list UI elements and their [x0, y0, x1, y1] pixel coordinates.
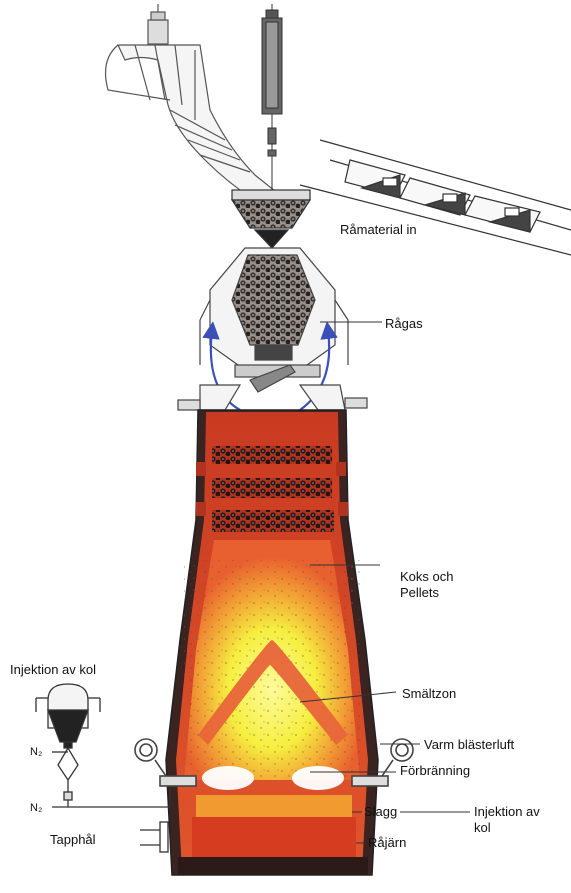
label-slag: Slagg: [364, 804, 397, 820]
label-n2-upper: N₂: [30, 744, 42, 760]
furnace-body: [166, 410, 378, 875]
label-raw-gas: Rågas: [385, 316, 423, 332]
label-melt-zone: Smältzon: [402, 686, 456, 702]
tap-hole: [140, 822, 168, 852]
label-coke-and-pellets: Koks och Pellets: [400, 569, 476, 601]
label-pig-iron: Råjärn: [368, 835, 406, 851]
label-n2-lower: N₂: [30, 800, 42, 816]
label-injection-of-coal-left: Injektion av kol: [10, 662, 96, 678]
label-tap-hole: Tapphål: [50, 832, 96, 848]
charging-rod: [262, 4, 282, 190]
top-hopper: [232, 190, 310, 248]
exhaust-duct: [106, 4, 280, 205]
furnace-top: [178, 385, 367, 410]
label-hot-blast-air: Varm blästerluft: [424, 737, 514, 753]
label-combustion: Förbränning: [400, 763, 470, 779]
label-raw-material-in: Råmaterial in: [340, 222, 417, 238]
label-injection-of-coal-right: Injektion av kol: [474, 804, 559, 836]
